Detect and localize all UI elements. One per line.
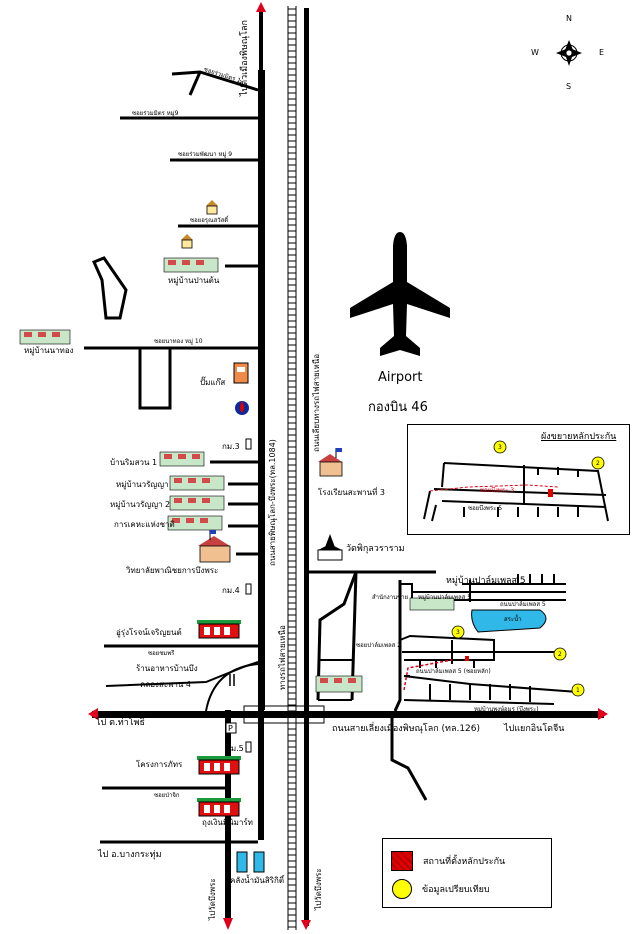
legend-collateral-label: สถานที่ตั้งหลักประกัน [423,857,506,867]
soi-label: ซอยร่วมมิตร หมู่9 [132,110,179,117]
palm-road-label: ถนนปาล์มเพลส 5 (ซอยหลัก) [416,668,491,675]
airplane-icon [350,232,450,356]
km5-label: กม.5 [226,744,244,753]
lake-label: สระน้ำ [504,616,522,623]
temple-label: วัดพิกุลวราราม [346,544,405,554]
west-arrow-icon [88,708,98,720]
minimart-label: ถุงเงินมินิมาร์ท [202,818,253,827]
palm-road-label: หมู่บ้านพงษ์อมร (บึงพระ) [474,706,539,713]
ban-na-thong-label: หมู่บ้านนาทอง [24,346,74,355]
garage-label: อู่รุ่งโรจน์เจริญยนต์ [116,628,182,637]
rail-north-label: ทางรถไฟสายเหนือ [278,625,287,690]
gas-station-icon [233,362,249,415]
compass-south-label: S [566,82,572,91]
soi-label: ซอยนาทอง หมู่ 10 [154,338,203,345]
house-icon [181,200,218,249]
ban-pan-ton-label: หมู่บ้านปานต้น [168,276,220,285]
oil-depot-icon [236,851,265,873]
to-tha-pho-label: ไป ต.ท่าโพธิ์ [96,718,146,728]
phattra-label: โครงการภัทร [136,760,183,769]
palm-road-label: หมู่บ้านปาล์มเพลส 5 [418,594,472,601]
soi-label: ซอยชมพรี [148,650,175,657]
lake-shape [471,609,547,633]
soi-label: ซอยอรุณสวัสดิ์ [190,217,229,224]
wing46-label: กองบิน 46 [368,400,428,415]
east-arrow-icon [598,708,608,720]
ban-rim-suan-label: บ้านริมสวน 1 [110,458,158,467]
inset-road-label: ซอยบึงพระ 3 [480,487,515,494]
to-bangkrathum-label: ไป อ.บางกระทุ่ม [98,850,162,860]
rail-side-road [304,8,309,926]
legend-row-collateral: สถานที่ตั้งหลักประกัน [391,851,505,871]
highway-1084-road [258,70,265,710]
college-label: วิทยาลัยพาณิชยการบึงพระ [126,566,219,575]
temple-icon [317,534,343,561]
map-legend: สถานที่ตั้งหลักประกัน ข้อมูลเปรียบเทียบ [382,838,552,908]
to-phitsanulok-label: ไปตัวเมืองพิษณุโลก [240,20,250,96]
inset-map [423,440,609,522]
legend-row-comparable: ข้อมูลเปรียบเทียบ [391,879,490,899]
km3-label: กม.3 [222,442,240,451]
airport-label: Airport [378,370,423,385]
palm-road-label: ถนนปาล์มเพลส 5 [500,601,546,608]
north-arrow-icon [256,2,266,12]
legend-comparable-label: ข้อมูลเปรียบเทียบ [422,885,490,895]
minimart-icon [197,798,241,817]
restaurant-label: ร้านอาหารบ้านบึง [136,664,198,673]
gas-station-label: ปั๊มแก๊ส [200,378,226,387]
palm-road-label: สำนักงานขาย [372,594,409,601]
comparable-markers [451,625,585,697]
collateral-swatch-icon [391,851,413,871]
to-bueng-phra-left-label: ไปวัดบึงพระ [208,878,217,920]
compass-east-label: E [599,48,605,57]
marker-number: 2 [558,651,562,658]
soi-label: ซอยร่วมพัฒนา หมู่ 9 [178,151,233,158]
south-arrow-icon-left [223,918,233,930]
inset-marker-number: 2 [596,460,600,467]
collateral-location-marker [465,656,469,661]
inset-marker-number: 3 [498,444,502,451]
collateral-inset-panel: ผังขยายหลักประกัน ซอยบึงพระ 5 ซอยบึงพระ … [407,424,630,535]
canal-label: คลองสะพาน 4 [140,680,192,689]
school-icon [318,448,343,477]
palm-road-label: ซอยปาล์มเพลส 2 [356,642,402,649]
marker-number: 1 [576,687,580,694]
compass-icon [556,40,582,66]
college-icon [198,530,231,563]
ban-worachanya-label: หมู่บ้านวรัญญา [116,480,169,489]
km4-label: กม.4 [222,586,240,595]
inset-title: ผังขยายหลักประกัน [541,432,617,442]
bypass-126-label: ถนนสายเลี่ยงเมืองพิษณุโลก (ทล.126) [332,724,481,734]
garage-icon [197,620,241,639]
rail-side-road-label: ถนนเลียบทางรถไฟสายเหนือ [312,353,321,452]
phattra-icon [197,756,241,775]
inset-road-label: ซอยบึงพระ 5 [468,505,503,512]
ban-worachanya2-label: หมู่บ้านวรัญญา 2 [110,500,171,509]
soi-label: ซอยป่าจิก [154,792,180,799]
marker-number: 3 [456,629,460,636]
bypass-126-road [92,711,604,718]
palm-place-label: หมู่บ้านปาล์มเพลส 5 [446,576,526,586]
south-arrow-icon [301,920,311,930]
railway-track [288,6,296,930]
comparable-swatch-icon [392,879,412,899]
oil-depot-label: คลังน้ำมันสิริกิติ์ [230,876,285,885]
compass-north-label: N [566,14,572,23]
compass-west-label: W [531,48,539,57]
to-indochina-label: ไปแยกอินโดจีน [504,724,565,734]
school-label: โรงเรียนสะพานที่ 3 [318,488,386,497]
svg-text:P: P [228,724,233,733]
national-housing-label: การเคหะแห่งชาติ [114,520,175,529]
to-bueng-phra-right-label: ไปวัดบึงพระ [314,868,323,910]
highway-1084-label: ถนนสายพิษณุโลก-บึงพระ(ทล.1084) [268,439,277,566]
